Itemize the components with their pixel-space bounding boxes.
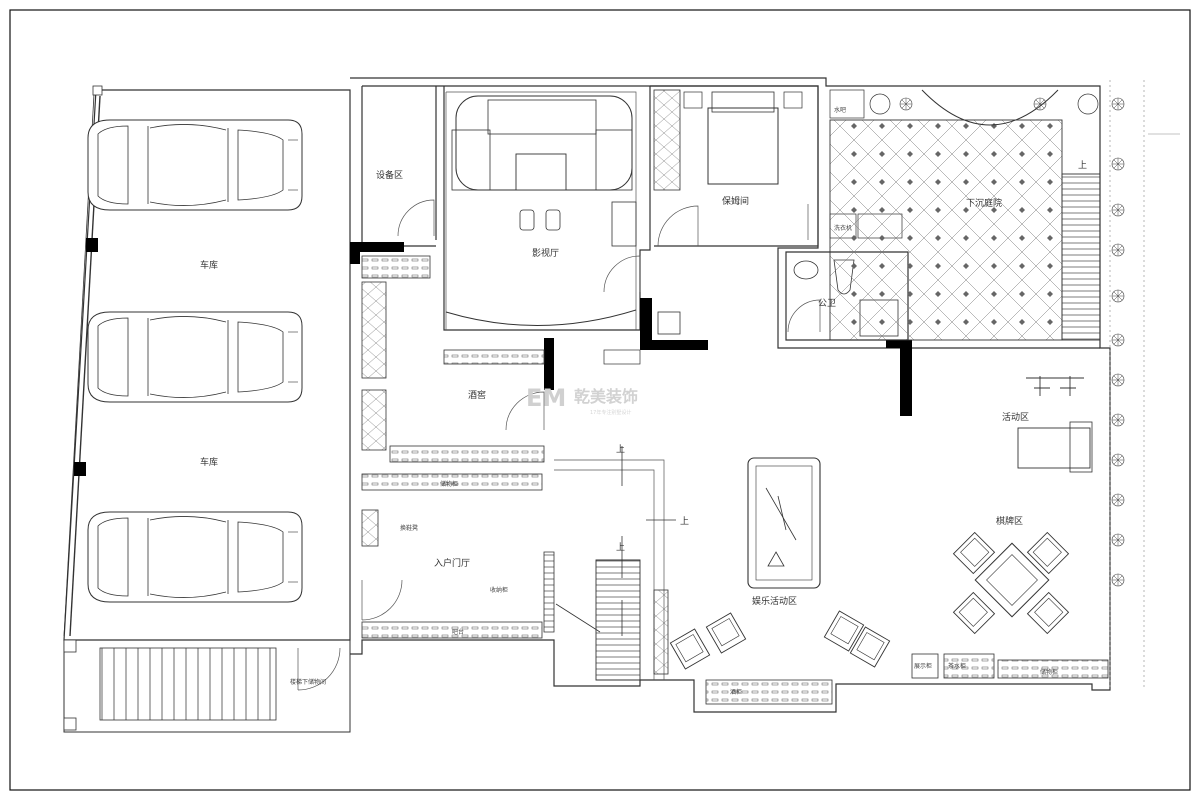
storage-note: 收纳柜 — [490, 586, 508, 594]
courtyard-note: 水吧 — [834, 106, 846, 114]
tea-note: 茶水柜 — [948, 662, 966, 670]
logo-tagline: 17年专注别墅设计 — [590, 409, 631, 416]
washroom-label: 公卫 — [818, 298, 836, 309]
stair-up-3: 上 — [680, 516, 689, 527]
equipment-room-label: 设备区 — [376, 169, 403, 181]
wine-cellar-label: 酒窖 — [468, 389, 486, 401]
logo-mark: EM — [526, 384, 566, 412]
garage-label-1: 车库 — [200, 259, 218, 271]
nanny-room-label: 保姆间 — [722, 195, 749, 207]
leisure-block: 酒柜 茶水柜 储物柜 展示柜 上 — [653, 160, 1109, 705]
watermark-logo: EM 乾美装饰 17年专注别墅设计 — [526, 384, 638, 416]
bar-note: 吧台 — [452, 628, 464, 636]
main-walls — [350, 77, 1111, 713]
activity-area-label: 活动区 — [1002, 411, 1029, 423]
garage-label-2: 车库 — [200, 456, 218, 468]
leisure-area-label: 娱乐活动区 — [752, 595, 797, 607]
chess-area-label: 棋牌区 — [996, 515, 1023, 527]
courtyard-up: 上 — [1078, 160, 1087, 171]
entrance-hall-label: 入户门厅 — [434, 557, 470, 569]
sink-note: 洗衣机 — [834, 224, 852, 232]
ramp-note: 楼梯下储物间 — [290, 678, 326, 686]
stair-up-2: 上 — [616, 542, 625, 553]
logo-name: 乾美装饰 — [574, 387, 638, 406]
garage-block: 车库 车库 楼梯下储物间 — [63, 85, 351, 733]
wine-rack-note: 酒柜 — [730, 688, 742, 696]
display-note: 展示柜 — [914, 662, 932, 670]
bench-note: 储物柜 — [1040, 668, 1058, 676]
hall-cabinet-note: 储物柜 — [440, 480, 458, 488]
theater-label: 影视厅 — [532, 247, 559, 259]
courtyard-block: 水吧 洗衣机 — [829, 80, 1180, 690]
shoe-bench-note: 换鞋凳 — [400, 524, 418, 532]
cellar-entrance-block: 换鞋凳 收纳柜 储物柜 吧台 上 上 上 — [361, 255, 689, 681]
courtyard-label: 下沉庭院 — [966, 197, 1002, 209]
stair-up-1: 上 — [616, 444, 625, 455]
drawing-border — [9, 9, 1191, 791]
